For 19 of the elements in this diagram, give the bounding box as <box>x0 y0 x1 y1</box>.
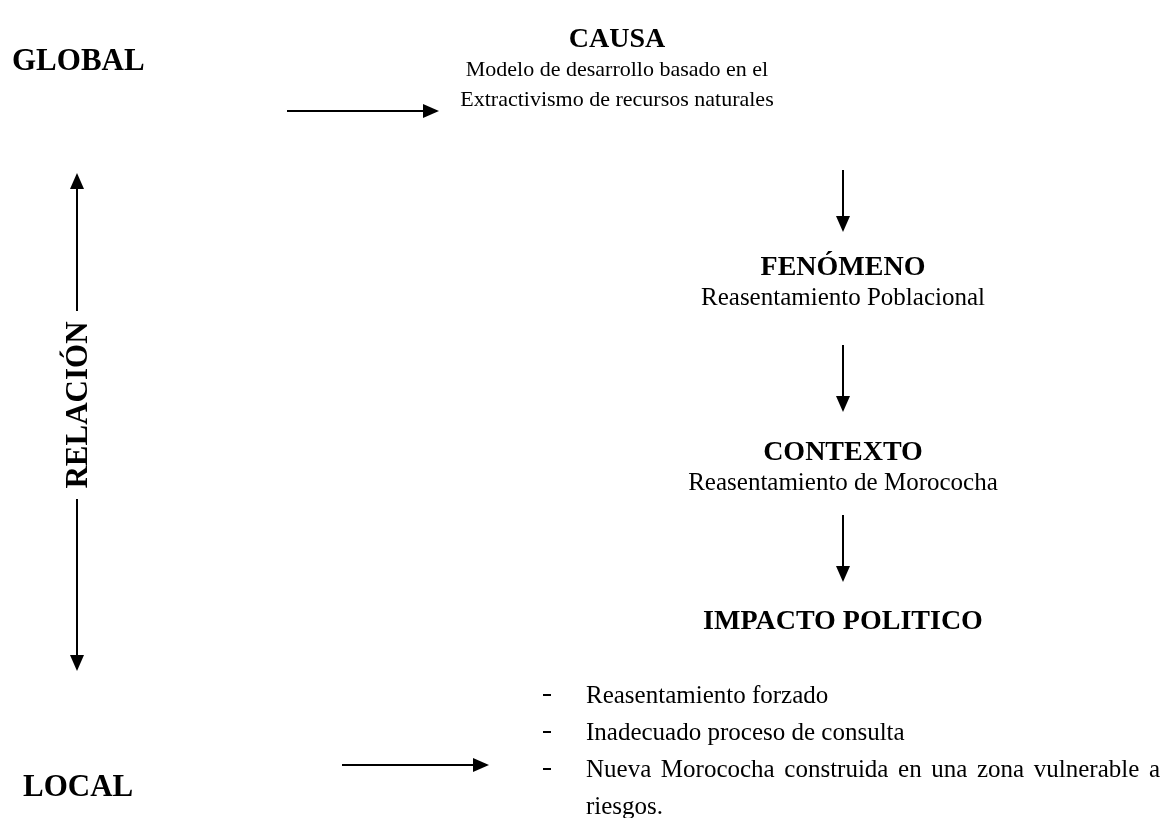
arrow <box>341 758 489 772</box>
arrow <box>836 514 850 582</box>
block-heading: IMPACTO POLITICO <box>702 604 984 636</box>
block-text: Reasentamiento de Morococha <box>687 467 999 497</box>
list-item: Inadecuado proceso de consulta <box>586 717 906 747</box>
block-heading: FENÓMENO <box>759 250 927 282</box>
level-label: GLOBAL <box>12 42 145 78</box>
block-heading: CONTEXTO <box>762 435 924 467</box>
block-text: Reasentamiento Poblacional <box>700 282 986 312</box>
arrow <box>286 104 439 118</box>
arrow <box>836 344 850 412</box>
list-item: Reasentamiento forzado <box>586 680 830 710</box>
arrow <box>70 173 84 312</box>
arrow <box>70 498 84 671</box>
arrow <box>836 169 850 232</box>
block-text: Modelo de desarrollo basado en el Extractivismo de recursos naturales <box>459 55 775 113</box>
level-label: LOCAL <box>23 768 134 804</box>
axis-label: RELACIÓN <box>59 315 95 495</box>
block-heading: CAUSA <box>567 22 667 54</box>
